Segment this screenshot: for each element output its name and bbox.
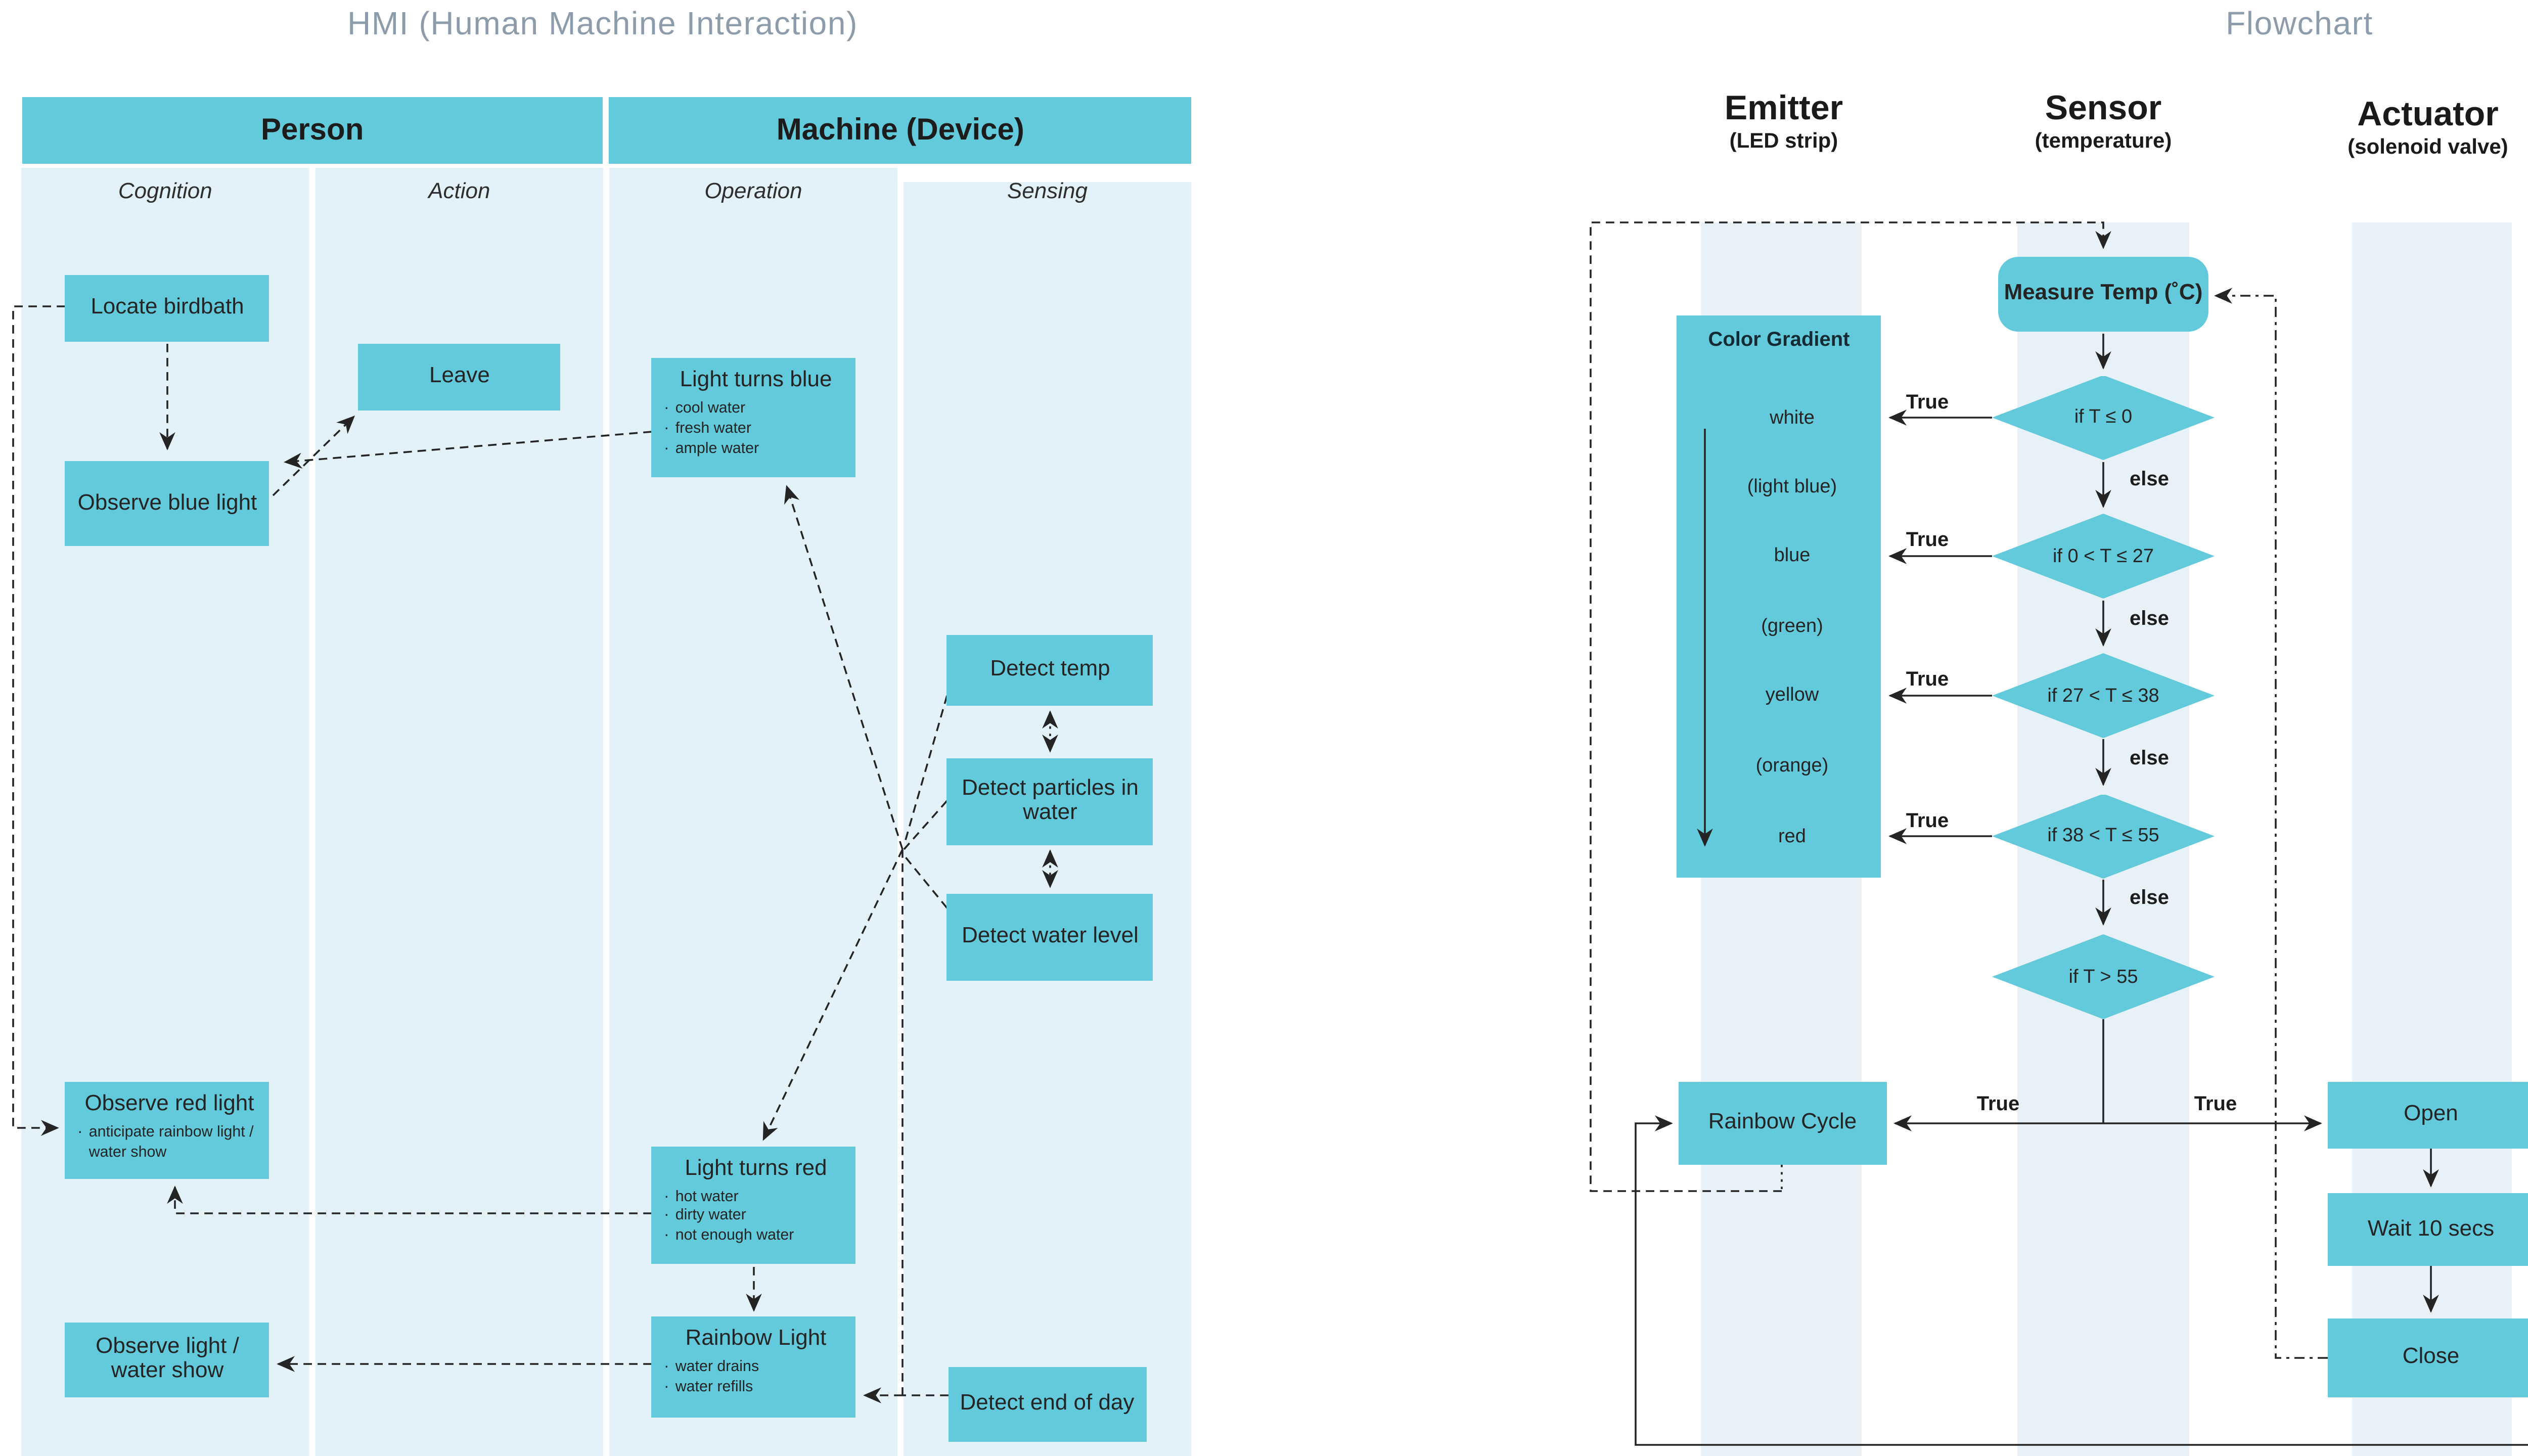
edge-label-true: True <box>1906 391 1949 414</box>
bullet-dot: · <box>664 1377 669 1395</box>
edge-label-else: else <box>2130 747 2169 769</box>
bullet-item: ·ample water <box>664 439 848 459</box>
lane-header-actuator: Actuator (solenoid valve) <box>2256 95 2528 159</box>
bullet-dot: · <box>664 1186 669 1204</box>
column-label-cognition: Cognition <box>118 180 212 204</box>
gradient-step-blue: blue <box>1774 545 1811 567</box>
edge-label-true: True <box>1906 530 1949 552</box>
edge-label-true: True <box>1906 810 1949 832</box>
bullet-item: ·water drains <box>664 1357 848 1377</box>
lane-sub: (LED strip) <box>1729 128 1838 153</box>
bullet-dot: · <box>664 399 669 417</box>
node-rainbow-cycle: Rainbow Cycle <box>1679 1082 1886 1165</box>
node-detect-temp: Detect temp <box>947 635 1153 706</box>
gradient-step-green: (green) <box>1761 615 1823 637</box>
node-title: Observe red light <box>84 1093 254 1117</box>
lane-header-sensor-temp: Sensor (temperature) <box>1931 89 2275 153</box>
bullet-item: ·cool water <box>664 399 848 419</box>
edge-label-else: else <box>2130 888 2169 910</box>
bullet-item: ·not enough water <box>664 1226 848 1246</box>
column-label-action: Action <box>428 180 490 204</box>
bullet-item: ·dirty water <box>664 1206 848 1225</box>
flowchart-title: Flowchart <box>2226 8 2373 42</box>
node-observe-light-water-show: Observe light / water show <box>65 1322 269 1396</box>
edge-label-true: True <box>2194 1093 2237 1115</box>
column-label-operation: Operation <box>704 180 802 204</box>
gradient-step-red: red <box>1778 825 1806 847</box>
edge-label-else: else <box>2130 469 2169 491</box>
node-measure-temp: Measure Temp (˚C) <box>1998 257 2208 332</box>
gradient-step-white: white <box>1770 406 1815 429</box>
node-rainbow-light: Rainbow Light ·water drains ·water refil… <box>652 1316 856 1417</box>
node-detect-particles: Detect particles in water <box>947 758 1153 845</box>
lane-name: Emitter <box>1724 89 1843 127</box>
bullet-item: ·fresh water <box>664 419 848 438</box>
edge-label-else: else <box>2130 608 2169 630</box>
bullet-dot: · <box>664 1225 669 1244</box>
gradient-axis-arrow <box>1697 429 1713 847</box>
node-leave: Leave <box>358 344 561 411</box>
bullet-item: ·water refills <box>664 1377 848 1396</box>
flow-arrows-dashed <box>1590 221 2328 1359</box>
edge-label-true: True <box>1906 669 1949 692</box>
gradient-step-orange: (orange) <box>1755 755 1829 777</box>
bullet-dot: · <box>664 1357 669 1375</box>
node-title: Light turns blue <box>680 369 832 393</box>
bullet-item: ·hot water <box>664 1186 848 1206</box>
node-open: Open <box>2328 1082 2528 1149</box>
header-person: Person <box>21 97 604 163</box>
hmi-title: HMI (Human Machine Interaction) <box>347 8 858 42</box>
bullet-dot: · <box>664 419 669 437</box>
node-color-gradient: Color Gradient white (light blue) blue (… <box>1677 315 1881 878</box>
node-close: Close <box>2328 1318 2528 1397</box>
edge-label-true: True <box>1976 1093 2020 1115</box>
node-observe-blue-light: Observe blue light <box>65 461 269 546</box>
node-title: Rainbow Light <box>685 1327 827 1351</box>
bullet-dot: · <box>664 1206 669 1224</box>
node-light-turns-red: Light turns red ·hot water ·dirty water … <box>652 1146 856 1264</box>
bullet-dot: · <box>664 438 669 457</box>
gradient-step-yellow: yellow <box>1765 685 1819 707</box>
lane-sub: (temperature) <box>2035 128 2172 153</box>
node-title: Light turns red <box>685 1156 827 1180</box>
lane-name: Sensor <box>2045 89 2162 127</box>
flow-arrows-solid <box>1635 334 2528 1446</box>
gradient-step-light-blue: (light blue) <box>1747 476 1837 498</box>
node-wait-10-secs: Wait 10 secs <box>2328 1193 2528 1265</box>
lane-header-emitter: Emitter (LED strip) <box>1612 89 1956 153</box>
lane-name: Actuator <box>2357 95 2499 133</box>
color-gradient-title: Color Gradient <box>1708 330 1850 352</box>
header-machine: Machine (Device) <box>609 97 1192 163</box>
node-light-turns-blue: Light turns blue ·cool water ·fresh wate… <box>652 358 856 477</box>
node-detect-water-level: Detect water level <box>947 893 1153 980</box>
hmi-arrows <box>12 305 1058 1403</box>
bullet-item: ·anticipate rainbow light / water show <box>77 1123 254 1161</box>
node-detect-end-of-day: Detect end of day <box>949 1366 1146 1441</box>
column-label-sensing: Sensing <box>1007 180 1088 204</box>
node-locate-birdbath: Locate birdbath <box>65 275 269 342</box>
lane-sub: (solenoid valve) <box>2348 134 2508 159</box>
node-observe-red-light: Observe red light ·anticipate rainbow li… <box>65 1082 269 1179</box>
bullet-dot: · <box>77 1123 83 1141</box>
